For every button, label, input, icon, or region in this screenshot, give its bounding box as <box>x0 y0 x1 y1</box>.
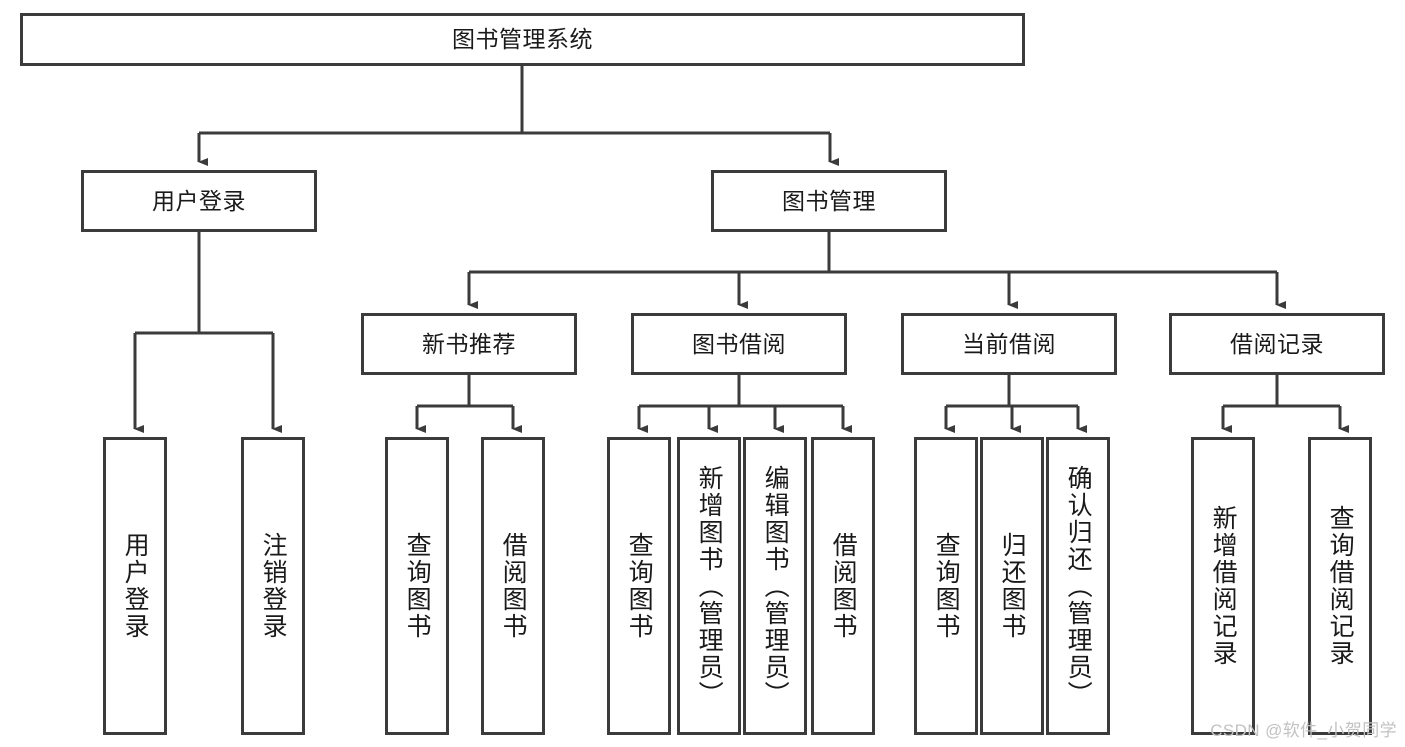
watermark-text: CSDN @软件_小贺同学 <box>1210 721 1397 740</box>
node-label: 借阅图书 <box>499 532 528 640</box>
leaf-edit-book-admin[interactable]: 编辑图书（管理员） <box>743 437 807 735</box>
leaf-query-book-current[interactable]: 查询图书 <box>914 437 978 735</box>
leaf-add-borrow-record[interactable]: 新增借阅记录 <box>1191 437 1255 735</box>
node-borrow-record[interactable]: 借阅记录 <box>1169 313 1385 375</box>
node-label: 注销登录 <box>259 532 288 640</box>
node-label: 新增图书（管理员） <box>695 464 724 708</box>
node-book-management[interactable]: 图书管理 <box>711 170 947 232</box>
node-label: 新书推荐 <box>422 330 516 357</box>
node-label: 新增借阅记录 <box>1209 505 1238 667</box>
leaf-confirm-return-admin[interactable]: 确认归还（管理员） <box>1046 437 1110 735</box>
node-label: 借阅图书 <box>829 532 858 640</box>
node-label: 查询图书 <box>932 532 961 640</box>
leaf-return-book[interactable]: 归还图书 <box>980 437 1044 735</box>
node-label: 归还图书 <box>998 532 1027 640</box>
node-current-borrow[interactable]: 当前借阅 <box>901 313 1117 375</box>
node-label: 借阅记录 <box>1230 330 1324 357</box>
node-label: 查询图书 <box>625 532 654 640</box>
leaf-user-login[interactable]: 用户登录 <box>103 437 167 735</box>
leaf-query-borrow-record[interactable]: 查询借阅记录 <box>1308 437 1372 735</box>
node-label: 用户登录 <box>152 187 246 214</box>
node-label: 图书管理系统 <box>452 26 593 53</box>
node-user-login[interactable]: 用户登录 <box>81 170 317 232</box>
node-label: 确认归还（管理员） <box>1064 464 1093 708</box>
leaf-borrow-book[interactable]: 借阅图书 <box>811 437 875 735</box>
node-label: 图书管理 <box>782 187 876 214</box>
node-label: 编辑图书（管理员） <box>761 464 790 708</box>
leaf-borrow-book-new[interactable]: 借阅图书 <box>481 437 545 735</box>
leaf-query-book-borrow[interactable]: 查询图书 <box>607 437 671 735</box>
node-book-borrow[interactable]: 图书借阅 <box>631 313 847 375</box>
leaf-logout[interactable]: 注销登录 <box>241 437 305 735</box>
leaf-query-book-new[interactable]: 查询图书 <box>385 437 449 735</box>
node-label: 当前借阅 <box>962 330 1056 357</box>
node-label: 查询图书 <box>403 532 432 640</box>
node-root-system[interactable]: 图书管理系统 <box>20 13 1025 66</box>
node-label: 查询借阅记录 <box>1326 505 1355 667</box>
node-label: 图书借阅 <box>692 330 786 357</box>
node-label: 用户登录 <box>121 532 150 640</box>
node-new-book-recommend[interactable]: 新书推荐 <box>361 313 577 375</box>
leaf-add-book-admin[interactable]: 新增图书（管理员） <box>677 437 741 735</box>
